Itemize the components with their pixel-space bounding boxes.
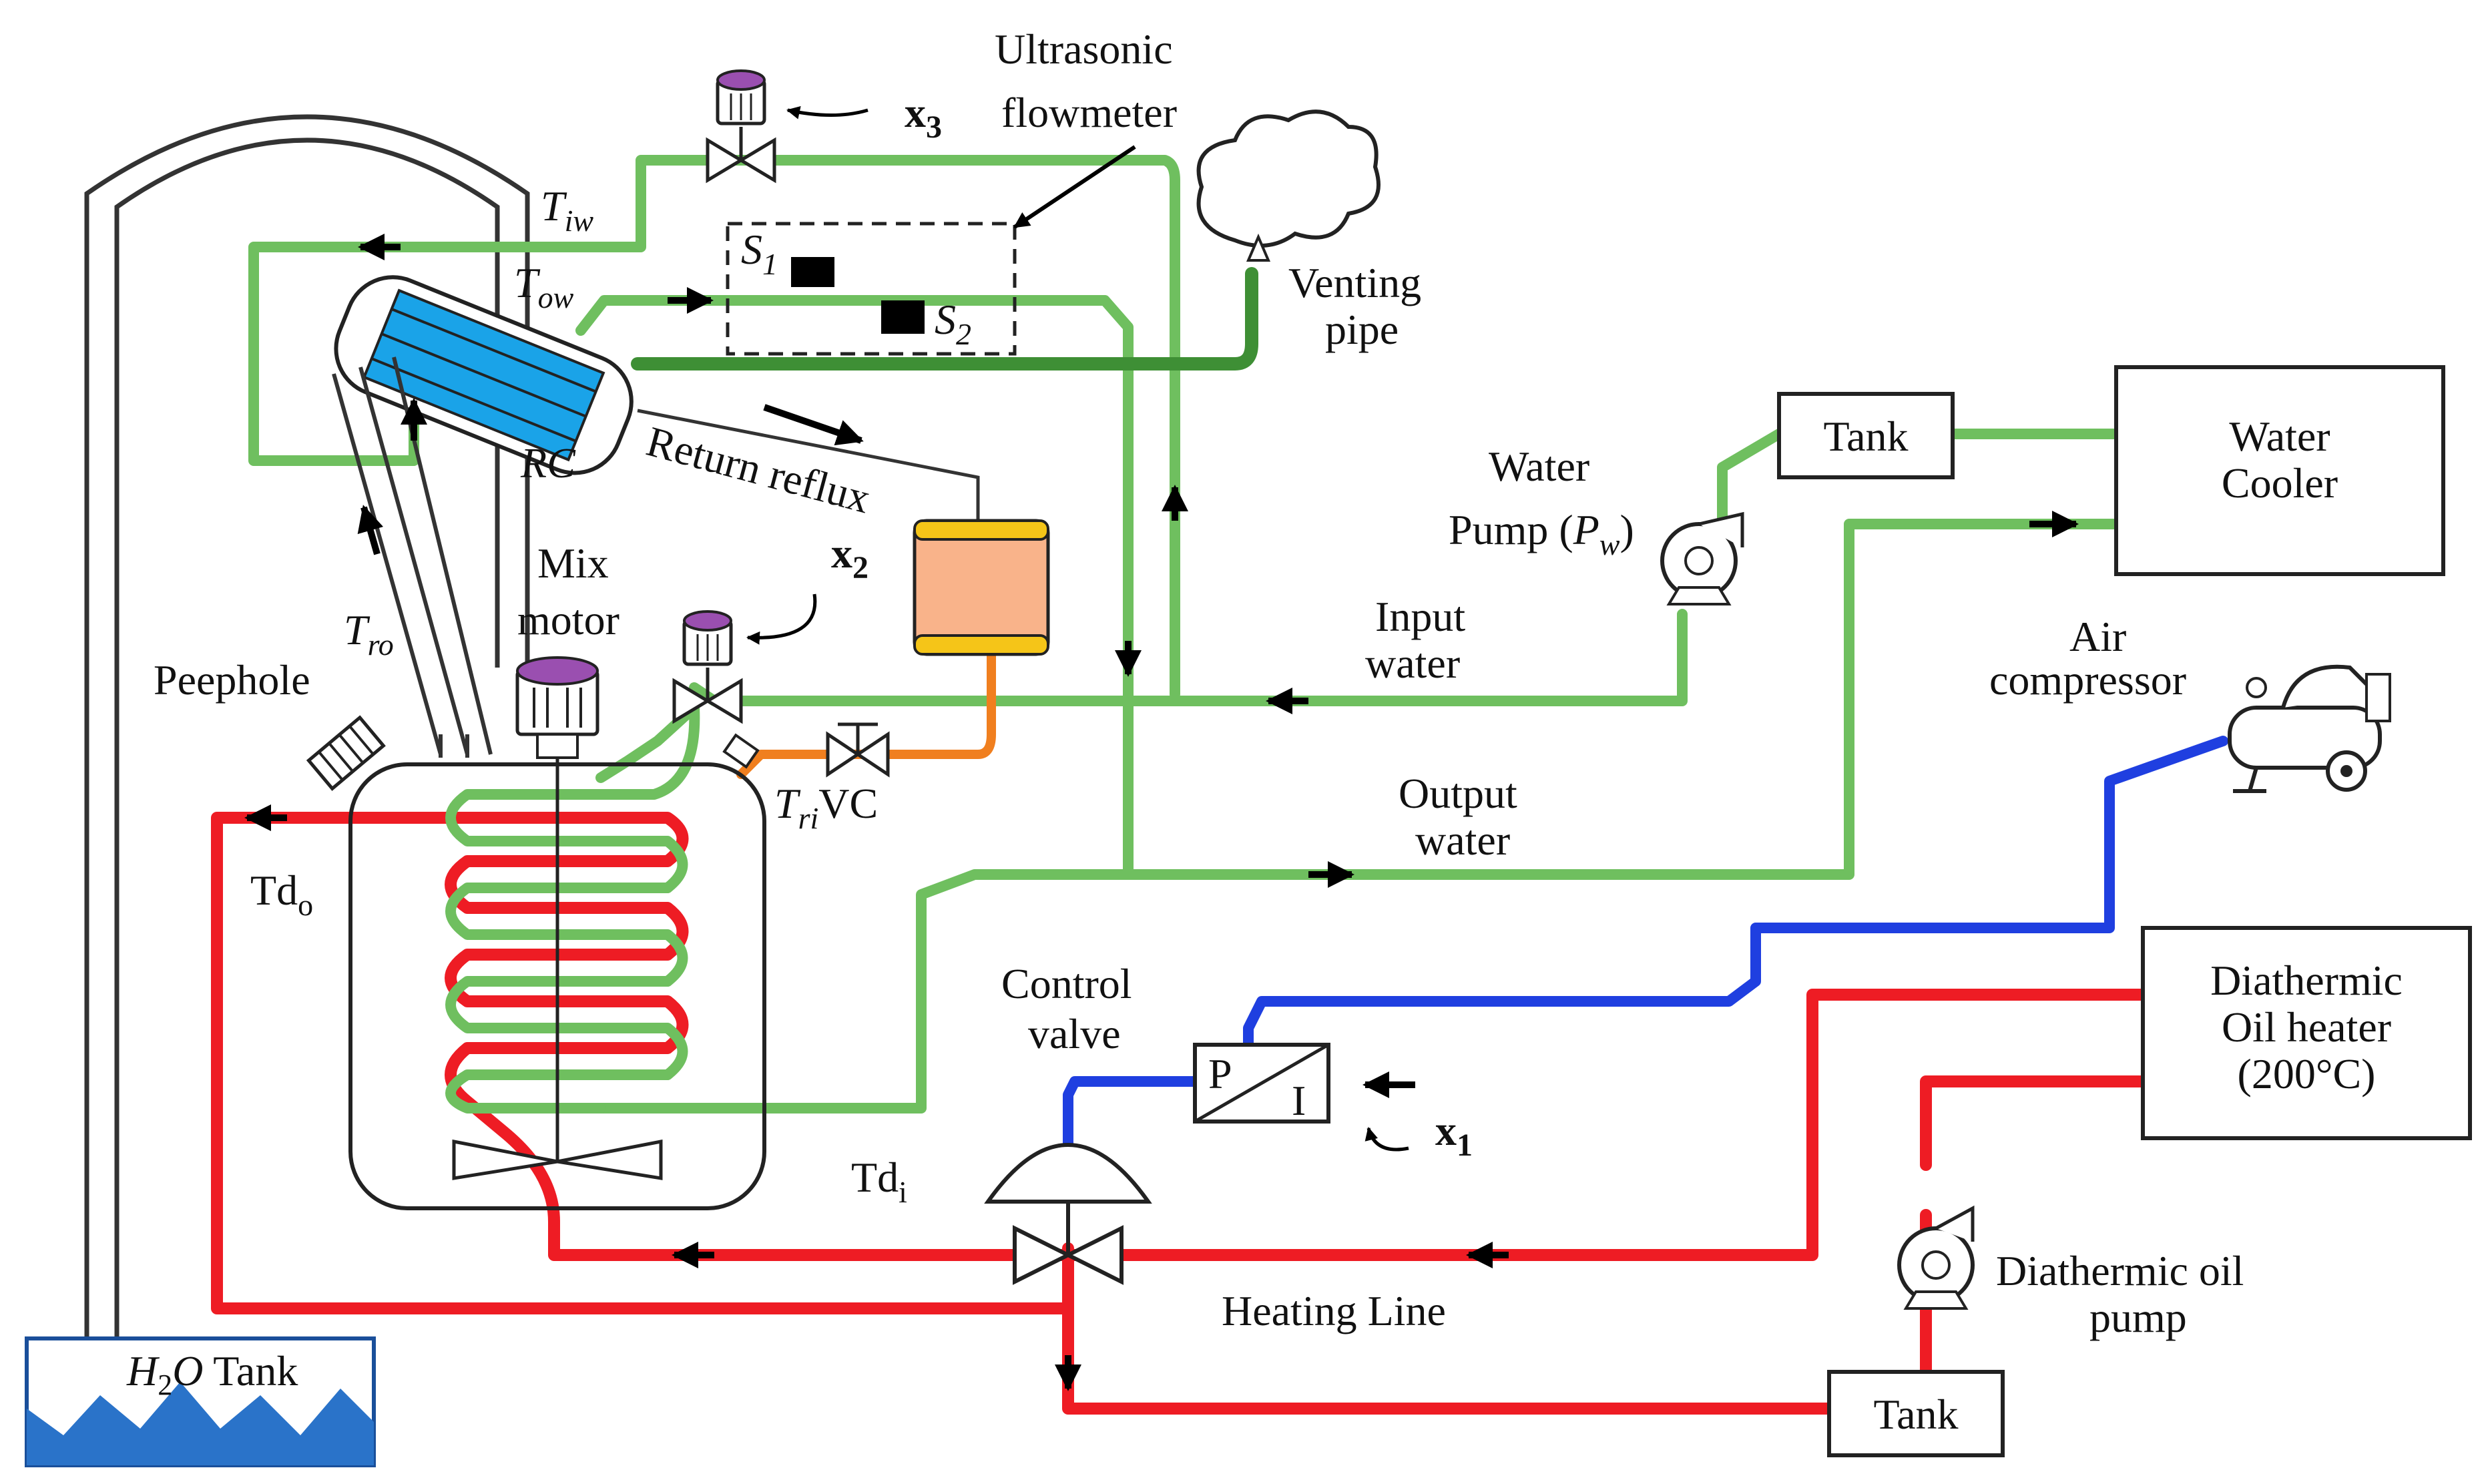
tank-bottom-label: Tank — [1873, 1391, 1958, 1438]
vent-pipe — [631, 267, 1258, 370]
air-compressor-icon — [2228, 664, 2391, 793]
s2-label: S2 — [935, 296, 971, 351]
t-ow-label: Tow — [514, 259, 574, 314]
control-valve-label-2: valve — [1028, 1010, 1121, 1057]
reflux-pipe — [736, 650, 996, 779]
td-o-label: Tdo — [250, 867, 313, 922]
pi-i-label: I — [1292, 1077, 1306, 1124]
pi-converter-icon — [1193, 1043, 1330, 1124]
mix-motor-label-2: motor — [517, 596, 619, 644]
oil-heater-label-1: Diathermic — [2210, 957, 2403, 1004]
air-pipes — [1063, 736, 2228, 1154]
t-ri-vc-label: TriVC — [774, 780, 878, 835]
control-valve-label-1: Control — [1001, 960, 1132, 1007]
water-pump-label-2: Pump (Pw) — [1449, 506, 1634, 561]
tank-top-label: Tank — [1823, 413, 1908, 460]
vent-cloud-icon — [1196, 109, 1381, 262]
water-pump-icon — [1660, 511, 1744, 605]
oil-heater-box — [2141, 926, 2472, 1140]
air-compressor-label-2: compressor — [1989, 656, 2186, 704]
tank-bottom-box — [1827, 1370, 2005, 1457]
h2o-tank — [25, 1336, 376, 1467]
venting-label-2: pipe — [1325, 306, 1399, 353]
t-ro-label: Tro — [344, 606, 394, 662]
reactor-vessel — [348, 758, 766, 1210]
venting-label-1: Venting — [1288, 259, 1421, 306]
control-valve-icon — [984, 1143, 1152, 1285]
x2-label: x2 — [831, 529, 868, 585]
t-ri-probe — [722, 733, 760, 769]
water-pipes — [248, 155, 2122, 1114]
mix-motor-label-1: Mix — [537, 539, 609, 587]
tank-top-box — [1777, 392, 1955, 479]
sensor-s1 — [791, 257, 834, 287]
t-iw-label: Tiw — [541, 182, 593, 238]
air-compressor-label-1: Air — [2069, 613, 2126, 660]
ultrasonic-label-2: flowmeter — [1001, 89, 1177, 136]
input-water-label-1: Input — [1375, 593, 1465, 640]
x3-label: x3 — [905, 89, 942, 145]
valve-x2-icon — [672, 610, 743, 724]
flowmeter-box — [726, 222, 1017, 356]
ultrasonic-label-1: Ultrasonic — [995, 25, 1173, 73]
distillation-column — [84, 114, 530, 1342]
valve-vc-icon — [826, 722, 890, 778]
peephole-label: Peephole — [154, 656, 310, 704]
sensor-s2 — [881, 300, 925, 334]
rc-label: RC — [520, 439, 576, 487]
s1-label: S1 — [741, 226, 778, 281]
water-cooler-label-1: Water — [2229, 413, 2330, 460]
reflux-tank — [913, 519, 1050, 656]
water-cooler-label-2: Cooler — [2222, 459, 2338, 507]
oil-heater-label-3: (200°C) — [2238, 1050, 2376, 1097]
td-i-label: Tdi — [851, 1154, 907, 1209]
reflux-condenser — [334, 275, 634, 475]
output-water-label-1: Output — [1399, 770, 1517, 817]
input-water-label-2: water — [1365, 640, 1460, 687]
oil-pump-label-1: Diathermic oil — [1996, 1247, 2244, 1294]
return-reflux-line — [637, 409, 980, 521]
peephole-icon — [306, 715, 386, 791]
h2o-tank-label: H2O Tank — [126, 1347, 298, 1401]
oil-pump-label-2: pump — [2089, 1294, 2187, 1341]
mix-motor-icon — [515, 656, 599, 759]
water-pump-label-1: Water — [1489, 443, 1589, 490]
flow-arrows — [244, 234, 2079, 1391]
output-water-label-2: water — [1415, 816, 1510, 864]
valve-x3-icon — [706, 69, 776, 184]
water-cooler-box — [2114, 365, 2445, 576]
heating-line-label: Heating Line — [1222, 1287, 1446, 1334]
command-arrows — [746, 105, 1409, 1152]
x1-label: x1 — [1435, 1107, 1473, 1163]
oil-heater-label-2: Oil heater — [2222, 1003, 2391, 1051]
oil-pump-icon — [1897, 1205, 1975, 1310]
pi-p-label: P — [1208, 1050, 1232, 1097]
